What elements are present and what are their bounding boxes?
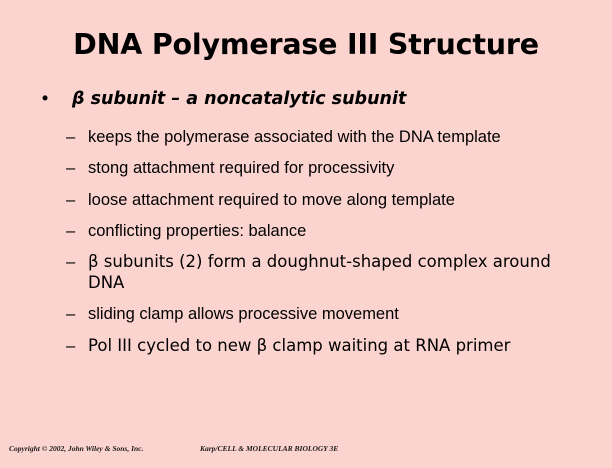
slide-body: • β subunit – a noncatalytic subunit – k… xyxy=(0,88,612,367)
page-title: DNA Polymerase III Structure xyxy=(73,28,539,61)
list-item: – keeps the polymerase associated with t… xyxy=(0,127,612,147)
source-attribution: Karp/CELL & MOLECULAR BIOLOGY 3E xyxy=(200,444,339,453)
list-item: – loose attachment required to move alon… xyxy=(0,190,612,210)
list-item: – stong attachment required for processi… xyxy=(0,158,612,178)
list-item-label: β subunits (2) form a doughnut-shaped co… xyxy=(88,252,551,292)
list-item-label: sliding clamp allows processive movement xyxy=(88,305,399,324)
bullet-marker-dash: – xyxy=(66,336,76,355)
list-item-label: loose attachment required to move along … xyxy=(88,190,455,209)
list-item: – Pol III cycled to new β clamp waiting … xyxy=(0,336,612,356)
list-item-label: stong attachment required for processivi… xyxy=(88,159,395,178)
list-item-label: β subunit – a noncatalytic subunit xyxy=(72,89,407,109)
bullet-marker-dash: – xyxy=(66,127,76,146)
list-item: – sliding clamp allows processive moveme… xyxy=(0,304,612,324)
bullet-marker-dash: – xyxy=(66,305,76,324)
bullet-marker-dash: – xyxy=(66,159,76,178)
list-item-label: keeps the polymerase associated with the… xyxy=(88,127,501,146)
list-item-label: Pol III cycled to new β clamp waiting at… xyxy=(88,335,511,355)
bullet-marker-dot: • xyxy=(42,88,49,108)
list-item: • β subunit – a noncatalytic subunit xyxy=(0,88,612,110)
slide-footer: Copyright © 2002, John Wiley & Sons, Inc… xyxy=(0,444,612,462)
bullet-marker-dash: – xyxy=(66,253,76,272)
list-item: – β subunits (2) form a doughnut-shaped … xyxy=(0,252,612,293)
copyright-notice: Copyright © 2002, John Wiley & Sons, Inc… xyxy=(9,444,144,453)
bullet-marker-dash: – xyxy=(66,190,76,209)
list-item: – conflicting properties: balance xyxy=(0,221,612,241)
list-item-label: conflicting properties: balance xyxy=(88,222,307,240)
bullet-marker-dash: – xyxy=(66,222,76,240)
